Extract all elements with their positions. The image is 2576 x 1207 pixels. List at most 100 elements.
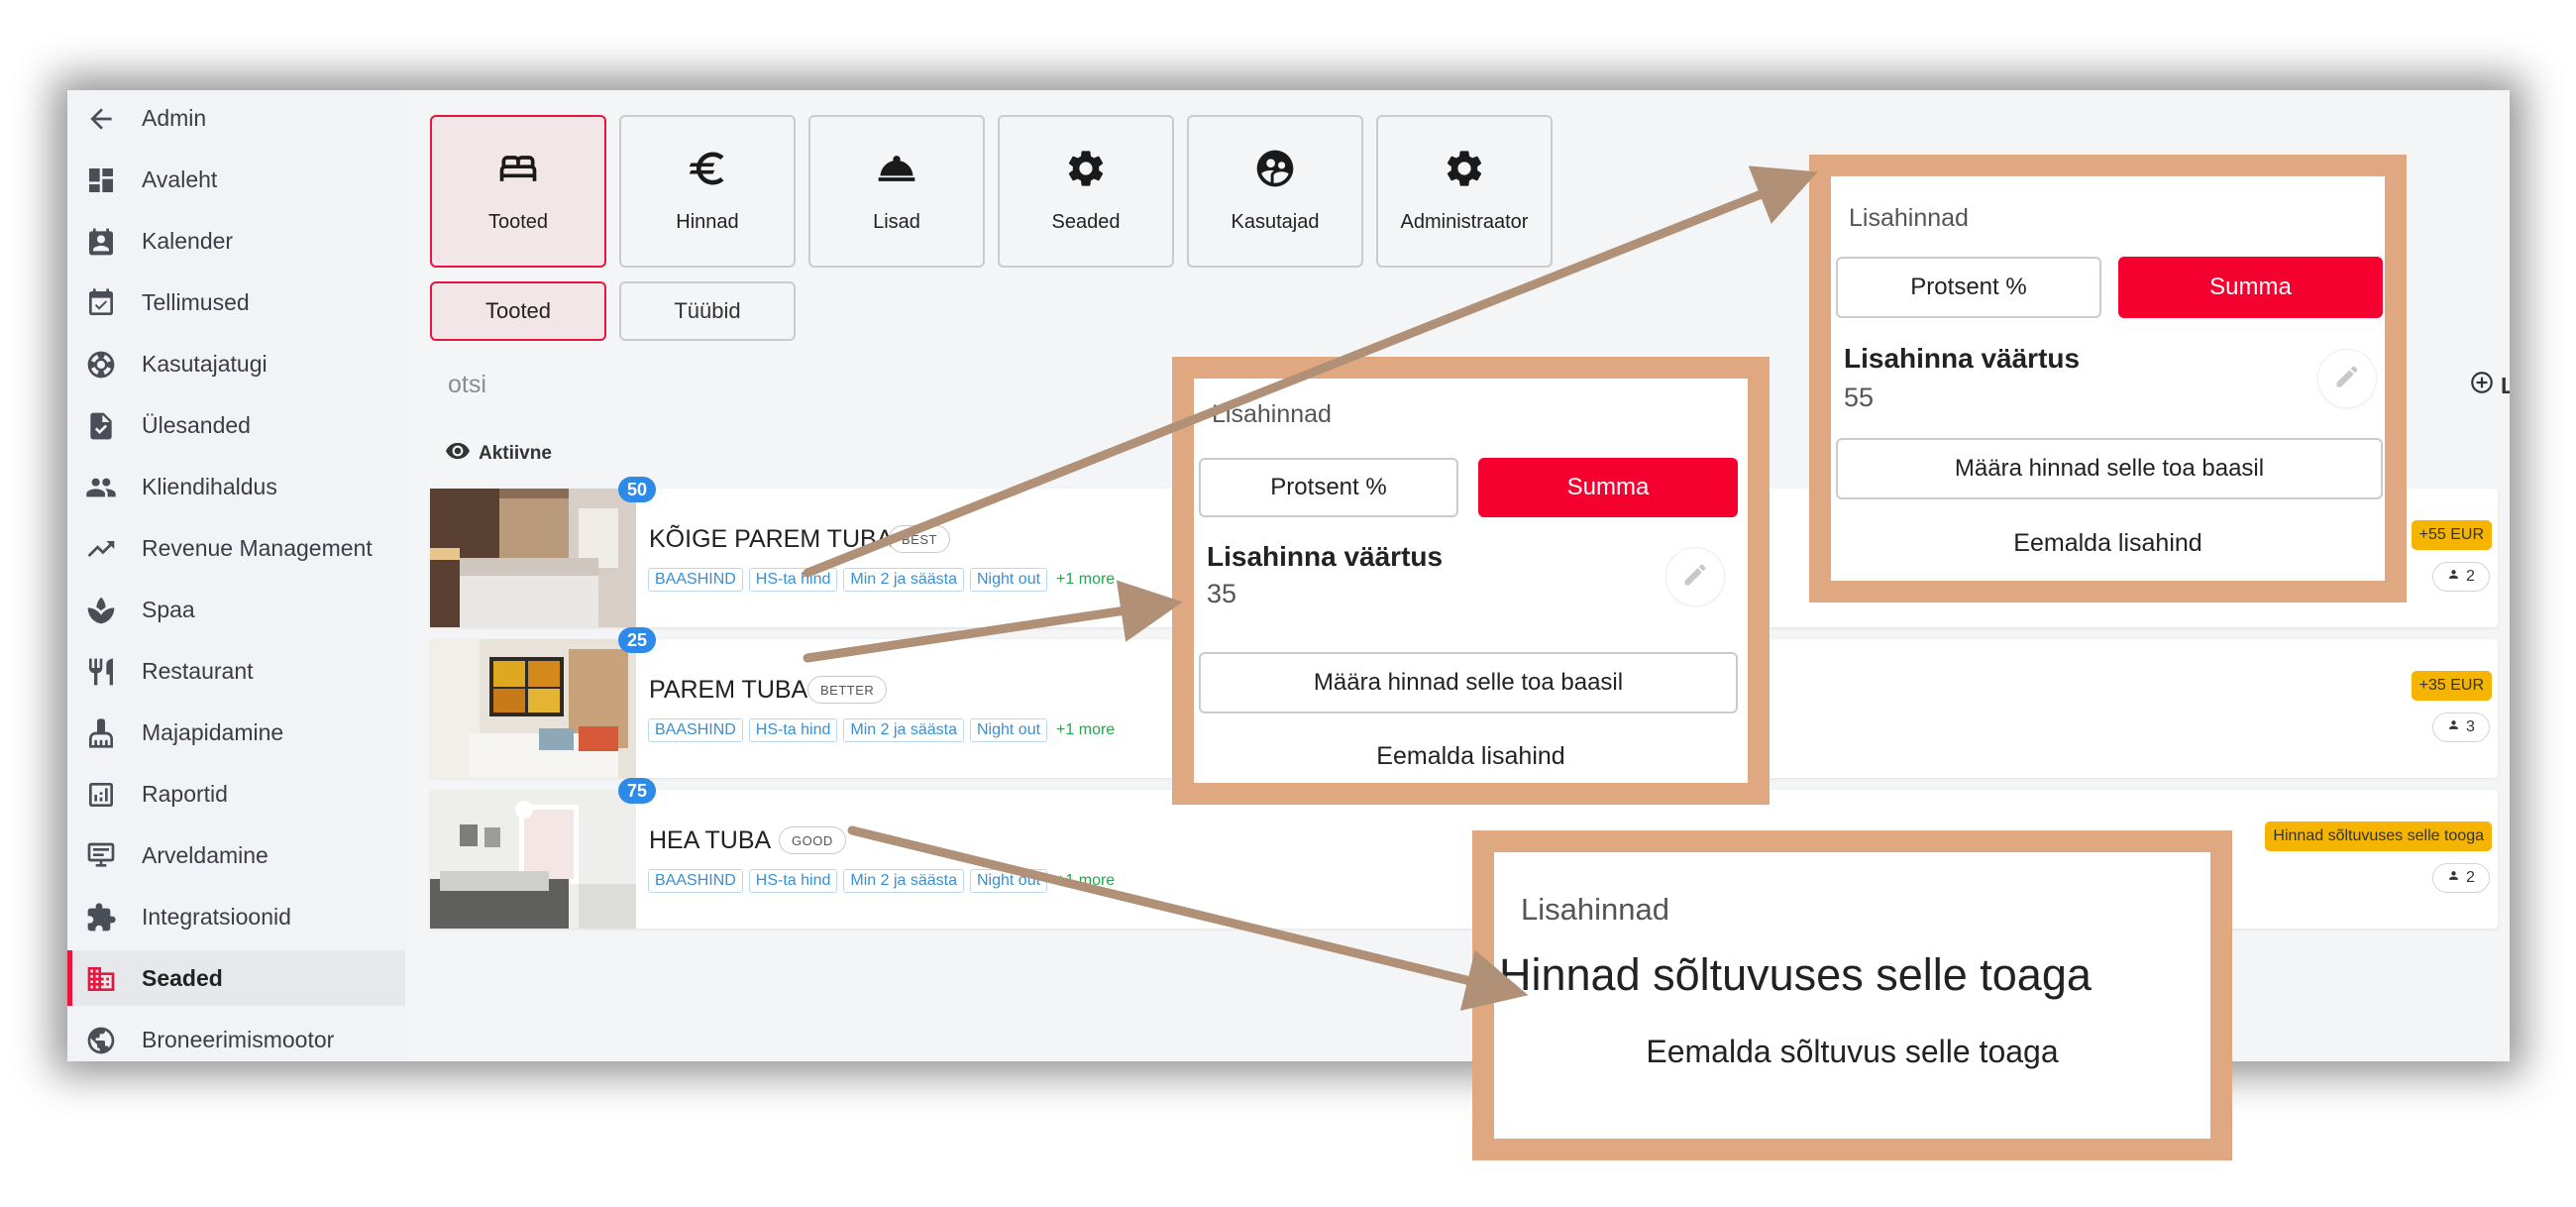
- eye-icon: [445, 438, 471, 470]
- plus-circle-icon: [2469, 370, 2495, 401]
- sidebar-item-broneerimismootor[interactable]: Broneerimismootor: [67, 1012, 405, 1061]
- sidebar-item-spaa[interactable]: Spaa: [67, 582, 405, 637]
- sidebar-item-majapidamine[interactable]: Majapidamine: [67, 705, 405, 760]
- users-circle-icon: [1189, 147, 1361, 190]
- percent-button[interactable]: Protsent %: [1836, 257, 2101, 318]
- spa-icon: [85, 595, 117, 626]
- tag: HS-ta hind: [748, 718, 838, 742]
- tile-label: Hinnad: [676, 211, 739, 233]
- add-button-label: Lisa: [2501, 372, 2510, 398]
- report-chart-icon: [85, 779, 117, 811]
- tile-kasutajad[interactable]: Kasutajad: [1187, 115, 1363, 268]
- price-badge: +35 EUR: [2411, 671, 2492, 701]
- tag: Night out: [970, 568, 1048, 592]
- edit-value-button[interactable]: [2317, 349, 2377, 408]
- tag: HS-ta hind: [748, 869, 838, 893]
- sidebar-item-label: Kliendihaldus: [142, 474, 277, 499]
- sidebar-item-label: Tellimused: [142, 289, 250, 315]
- guest-count: 2: [2466, 568, 2475, 585]
- tile-hinnad[interactable]: Hinnad: [619, 115, 796, 268]
- gear-icon: [1000, 147, 1172, 190]
- tile-label: Lisad: [873, 211, 920, 233]
- guest-count-badge: 2: [2432, 863, 2490, 893]
- remove-extra-price-link[interactable]: Eemalda lisahind: [1376, 742, 1565, 770]
- task-file-icon: [85, 410, 117, 442]
- tag: HS-ta hind: [748, 568, 838, 592]
- globe-icon: [85, 1025, 117, 1056]
- calendar-event-icon: [85, 226, 117, 258]
- room-count-badge: 25: [618, 627, 656, 653]
- admin-gear-icon: [1378, 147, 1551, 190]
- dashboard-icon: [85, 165, 117, 196]
- tile-lisad[interactable]: Lisad: [808, 115, 985, 268]
- room-photo-good: [430, 790, 636, 929]
- sidebar-item-integratsioonid[interactable]: Integratsioonid: [67, 889, 405, 944]
- sum-button[interactable]: Summa: [1478, 458, 1738, 517]
- tile-label: Kasutajad: [1231, 211, 1320, 233]
- sidebar-item-label: Raportid: [142, 781, 228, 807]
- set-prices-base-button[interactable]: Määra hinnad selle toa baasil: [1199, 652, 1738, 713]
- sidebar: Admin Avaleht Kalender Tellimused Kasuta…: [67, 90, 405, 1061]
- set-prices-base-button[interactable]: Määra hinnad selle toa baasil: [1836, 438, 2383, 499]
- sidebar-back-admin[interactable]: Admin: [67, 90, 405, 146]
- sidebar-item-label: Kalender: [142, 228, 234, 254]
- percent-button[interactable]: Protsent %: [1199, 458, 1458, 517]
- tile-tooted[interactable]: Tooted: [430, 115, 606, 268]
- tag: Min 2 ja säästa: [843, 718, 964, 742]
- sidebar-item-revenue-management[interactable]: Revenue Management: [67, 520, 405, 576]
- tags-more-link[interactable]: +1 more: [1056, 571, 1116, 588]
- tag: BAASHIND: [648, 718, 743, 742]
- cleaning-icon: [85, 717, 117, 749]
- tag: Min 2 ja säästa: [843, 869, 964, 893]
- tag: Min 2 ja säästa: [843, 568, 964, 592]
- sidebar-item-seaded[interactable]: Seaded: [67, 950, 405, 1006]
- guest-count-badge: 2: [2432, 562, 2490, 592]
- remove-dependency-link[interactable]: Eemalda sõltuvus selle toaga: [1646, 1034, 2059, 1069]
- person-icon: [2447, 869, 2460, 887]
- edit-value-button[interactable]: [1665, 547, 1725, 606]
- price-dependency-text: Hinnad sõltuvuses selle toaga: [1499, 949, 2092, 1000]
- sidebar-item-label: Kasutajatugi: [142, 351, 268, 377]
- search-input[interactable]: otsi: [448, 371, 486, 398]
- sidebar-item-kliendihaldus[interactable]: Kliendihaldus: [67, 459, 405, 514]
- sidebar-item-label: Arveldamine: [142, 842, 268, 868]
- sidebar-item-label: Broneerimismootor: [142, 1027, 335, 1052]
- building-icon: [85, 963, 117, 995]
- tags-more-link[interactable]: +1 more: [1056, 872, 1116, 889]
- room-tags: BAASHIND HS-ta hind Min 2 ja säästa Nigh…: [648, 568, 1115, 592]
- sum-button[interactable]: Summa: [2118, 257, 2383, 318]
- sidebar-item-label: Seaded: [142, 965, 223, 991]
- sidebar-item-ulesanded[interactable]: Ülesanded: [67, 397, 405, 453]
- subtab-tuubid[interactable]: Tüübid: [619, 281, 796, 341]
- tile-administraator[interactable]: Administraator: [1376, 115, 1553, 268]
- bed-icon: [432, 147, 604, 190]
- sidebar-item-label: Avaleht: [142, 166, 218, 192]
- guest-count: 3: [2466, 718, 2475, 735]
- extra-price-value[interactable]: 35: [1207, 579, 1237, 608]
- arrow-left-icon: [85, 103, 117, 135]
- tags-more-link[interactable]: +1 more: [1056, 721, 1116, 738]
- tag: BAASHIND: [648, 568, 743, 592]
- callout-lisahinnad-better: Lisahinnad Protsent % Summa Lisahinna vä…: [1172, 357, 1770, 805]
- extra-price-value-label: Lisahinna väärtus: [1844, 343, 2081, 374]
- tile-seaded[interactable]: Seaded: [998, 115, 1174, 268]
- sidebar-item-kasutajatugi[interactable]: Kasutajatugi: [67, 336, 405, 391]
- calendar-check-icon: [85, 287, 117, 319]
- person-icon: [2447, 568, 2460, 586]
- sidebar-item-avaleht[interactable]: Avaleht: [67, 152, 405, 207]
- billing-icon: [85, 840, 117, 872]
- room-count-badge: 75: [618, 778, 656, 804]
- active-filter-label: Aktiivne: [479, 443, 552, 464]
- remove-extra-price-link[interactable]: Eemalda lisahind: [2013, 529, 2202, 557]
- pencil-icon: [1681, 561, 1709, 594]
- sidebar-item-raportid[interactable]: Raportid: [67, 766, 405, 822]
- sidebar-item-restaurant[interactable]: Restaurant: [67, 643, 405, 699]
- sidebar-item-label: Spaa: [142, 597, 195, 622]
- active-filter[interactable]: Aktiivne: [445, 438, 552, 470]
- sidebar-item-kalender[interactable]: Kalender: [67, 213, 405, 269]
- sidebar-item-tellimused[interactable]: Tellimused: [67, 274, 405, 330]
- add-button[interactable]: Lisa: [2469, 370, 2510, 401]
- extra-price-value[interactable]: 55: [1844, 383, 1875, 412]
- sidebar-item-arveldamine[interactable]: Arveldamine: [67, 827, 405, 883]
- subtab-tooted[interactable]: Tooted: [430, 281, 606, 341]
